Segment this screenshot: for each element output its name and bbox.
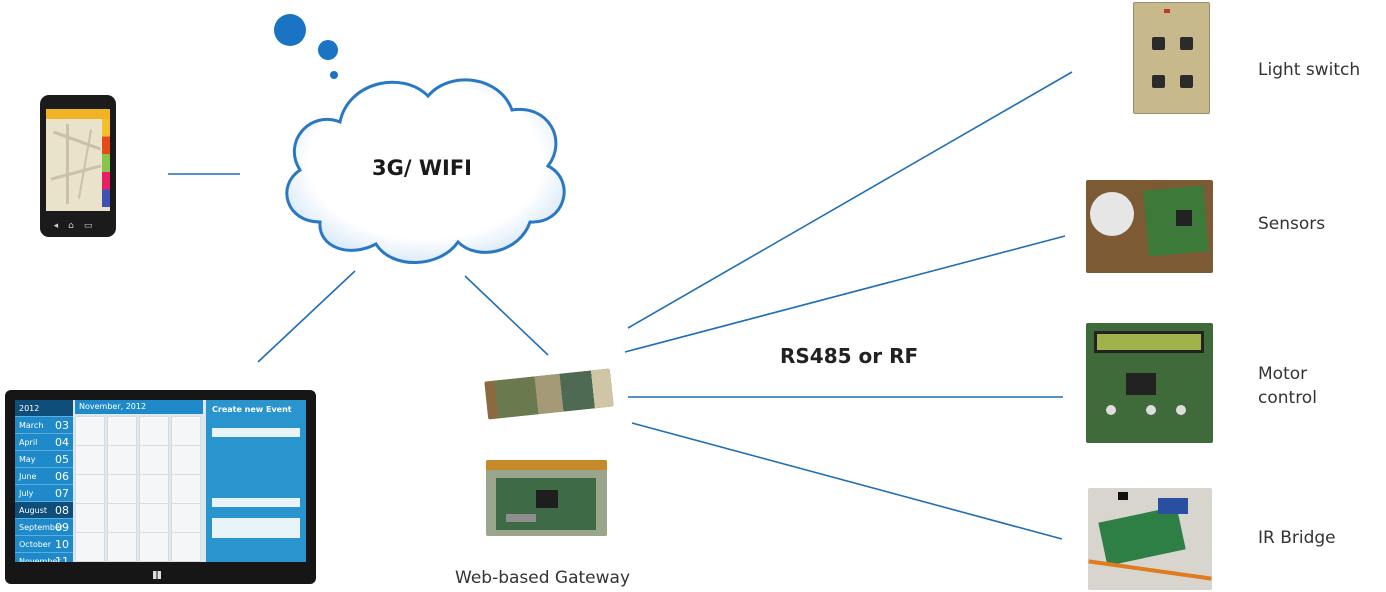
- ir-bridge-photo: [1088, 488, 1212, 590]
- tablet-event-panel: Create new Event: [206, 400, 306, 562]
- tablet-calendar-cell: [75, 503, 105, 533]
- tablet-year: 2012: [15, 400, 73, 417]
- smartphone-icon: ◂⌂▭: [40, 95, 116, 237]
- tablet-month-name: June: [19, 472, 37, 481]
- tablet-calendar-cell: [107, 503, 137, 533]
- sensors-label: Sensors: [1258, 214, 1326, 234]
- tablet-calendar-cell: [171, 445, 201, 475]
- gateway-irbridge-line: [631, 422, 1063, 540]
- tablet-calendar-cell: [171, 532, 201, 562]
- tablet-month-row: April 04: [15, 434, 73, 451]
- gateway-cloud-line: [464, 275, 549, 356]
- tablet-month-name: July: [19, 489, 34, 498]
- cloud-label: 3G/ WIFI: [372, 156, 472, 180]
- sensors-photo: [1086, 180, 1213, 273]
- tablet-calendar-grid: November, 2012: [75, 400, 203, 562]
- light-switch-label: Light switch: [1258, 60, 1361, 80]
- tablet-panel-title: Create new Event: [212, 405, 292, 414]
- tablet-calendar-cell: [139, 445, 169, 475]
- bubble-medium-icon: [318, 40, 338, 60]
- tablet-month-number: 06: [55, 470, 69, 483]
- tablet-calendar-cell: [171, 503, 201, 533]
- tablet-calendar-cell: [75, 474, 105, 504]
- cloud-icon: [285, 78, 566, 264]
- tablet-month-name: November: [19, 557, 61, 562]
- tablet-month-number: 07: [55, 487, 69, 500]
- tablet-calendar-cell: [171, 416, 201, 446]
- tablet-month-row: August 08: [15, 502, 73, 519]
- tablet-month-number: 08: [55, 504, 69, 517]
- gateway-label: Web-based Gateway: [455, 568, 631, 588]
- tablet-month-name: May: [19, 455, 36, 464]
- tablet-month-number: 09: [55, 521, 69, 534]
- phone-map-screen: [46, 109, 110, 211]
- tablet-month-number: 05: [55, 453, 69, 466]
- bubble-small-icon: [330, 71, 338, 79]
- tablet-month-number: 11: [55, 555, 69, 562]
- tablet-month-row: June 06: [15, 468, 73, 485]
- tablet-month-row: May 05: [15, 451, 73, 468]
- tablet-cloud-line: [257, 270, 356, 363]
- tablet-calendar-cell: [75, 532, 105, 562]
- motor-label-line2: control: [1258, 388, 1317, 408]
- gateway-enclosure-photo: [486, 460, 607, 536]
- tablet-month-name: September: [19, 523, 64, 532]
- tablet-month-name: April: [19, 438, 38, 447]
- tablet-calendar-cell: [107, 416, 137, 446]
- tablet-month-header: November, 2012: [75, 400, 203, 414]
- tablet-calendar-cell: [75, 416, 105, 446]
- link-label: RS485 or RF: [780, 344, 919, 368]
- windows-logo-icon: [153, 571, 161, 579]
- tablet-month-name: October: [19, 540, 52, 549]
- tablet-calendar-cell: [139, 503, 169, 533]
- tablet-month-name: March: [19, 421, 44, 430]
- tablet-calendar-cell: [139, 416, 169, 446]
- ir-bridge-label: IR Bridge: [1258, 528, 1336, 548]
- tablet-month-number: 10: [55, 538, 69, 551]
- light-switch-photo: [1133, 2, 1210, 114]
- tablet-calendar-cell: [75, 445, 105, 475]
- gateway-lightswitch-line: [627, 71, 1073, 329]
- phone-nav-icons: ◂⌂▭: [53, 221, 103, 231]
- bubble-large-icon: [274, 14, 306, 46]
- tablet-calendar-cell: [171, 474, 201, 504]
- tablet-month-name: August: [19, 506, 47, 515]
- motor-label-line1: Motor: [1258, 364, 1308, 384]
- tablet-calendar-cell: [139, 474, 169, 504]
- motor-label: Motor control: [1258, 362, 1317, 410]
- tablet-month-row: July 07: [15, 485, 73, 502]
- tablet-calendar-cell: [107, 474, 137, 504]
- tablet-calendar-cell: [139, 532, 169, 562]
- tablet-month-number: 04: [55, 436, 69, 449]
- tablet-calendar-cell: [107, 532, 137, 562]
- gateway-sensors-line: [624, 235, 1066, 353]
- tablet-month-number: 03: [55, 419, 69, 432]
- motor-control-photo: [1086, 323, 1213, 443]
- tablet-month-row: March 03: [15, 417, 73, 434]
- tablet-calendar-cell: [107, 445, 137, 475]
